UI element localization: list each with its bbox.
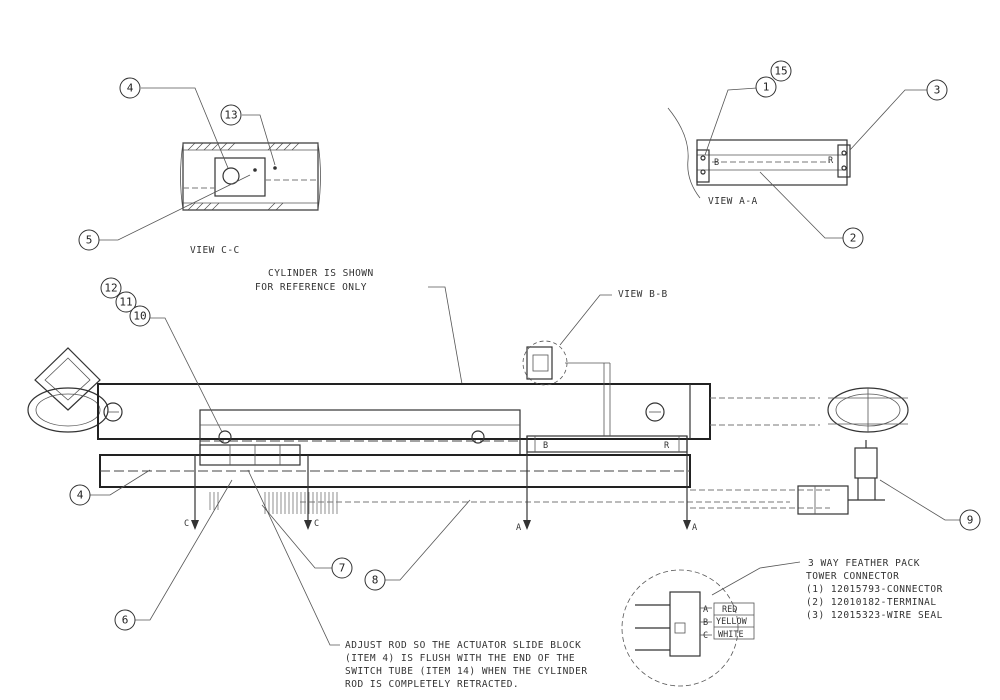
balloon-15: 15	[770, 60, 792, 82]
cylinder-note-line1: CYLINDER IS SHOWN	[268, 268, 374, 279]
balloon-10: 10	[129, 305, 151, 327]
svg-text:10: 10	[133, 310, 146, 323]
connector-pin-a: A	[703, 605, 708, 615]
view-cc-detail	[180, 142, 321, 211]
connector-note-line3: (1) 12015793-CONNECTOR	[806, 584, 943, 595]
view-aa-label: VIEW A-A	[708, 196, 758, 207]
connector-wire-yellow: YELLOW	[716, 617, 748, 627]
connector-note-line5: (3) 12015323-WIRE SEAL	[806, 610, 943, 621]
bb-letter-b: B	[543, 441, 548, 451]
balloon-4b: 4	[69, 484, 91, 506]
view-aa-letter-b: B	[714, 158, 719, 168]
balloon-3: 3	[926, 79, 948, 101]
connector-wire-white: WHITE	[718, 630, 744, 640]
balloon-13: 13	[220, 104, 242, 126]
connector-pin-b: B	[703, 618, 708, 628]
balloon-12: 12	[100, 277, 122, 299]
adjust-note-line2: (ITEM 4) IS FLUSH WITH THE END OF THE	[345, 653, 575, 664]
balloon-7: 7	[331, 557, 353, 579]
balloon-9: 9	[959, 509, 981, 531]
svg-text:4: 4	[77, 489, 84, 502]
bb-letter-r: R	[664, 441, 670, 451]
connector-wire-red: RED	[722, 605, 737, 615]
balloon-1: 1	[755, 76, 777, 98]
section-a-left: A	[516, 523, 521, 533]
svg-text:6: 6	[122, 614, 129, 627]
svg-text:13: 13	[224, 109, 237, 122]
view-aa-letter-r: R	[828, 156, 834, 166]
balloon-2: 2	[842, 227, 864, 249]
svg-text:15: 15	[774, 65, 787, 78]
connector-note-line2: TOWER CONNECTOR	[806, 571, 899, 582]
balloon-4a: 4	[119, 77, 141, 99]
svg-text:9: 9	[967, 514, 974, 527]
connector-note-line1: 3 WAY FEATHER PACK	[808, 558, 920, 569]
section-a-right: A	[692, 523, 697, 533]
main-cylinder-assembly	[27, 340, 909, 515]
svg-text:7: 7	[339, 562, 346, 575]
view-cc-label: VIEW C-C	[190, 245, 240, 256]
section-c-left: C	[184, 519, 189, 529]
balloon-11: 11	[115, 291, 137, 313]
svg-text:11: 11	[119, 296, 132, 309]
svg-text:12: 12	[104, 282, 117, 295]
balloon-5: 5	[78, 229, 100, 251]
svg-text:1: 1	[763, 81, 770, 94]
view-aa-detail	[667, 107, 851, 199]
balloon-6: 6	[114, 609, 136, 631]
section-c-right: C	[314, 519, 319, 529]
svg-text:8: 8	[372, 574, 379, 587]
adjust-note-line1: ADJUST ROD SO THE ACTUATOR SLIDE BLOCK	[345, 640, 581, 651]
section-lines	[191, 436, 691, 530]
adjust-note-line4: ROD IS COMPLETELY RETRACTED.	[345, 679, 519, 690]
adjust-note-line3: SWITCH TUBE (ITEM 14) WHEN THE CYLINDER	[345, 666, 588, 677]
balloon-8: 8	[364, 569, 386, 591]
view-bb-label: VIEW B-B	[618, 289, 668, 300]
connector-detail	[621, 561, 801, 687]
cylinder-note-line2: FOR REFERENCE ONLY	[255, 282, 367, 293]
svg-text:2: 2	[850, 232, 857, 245]
svg-text:4: 4	[127, 82, 134, 95]
connector-pin-c: C	[703, 631, 708, 641]
connector-note-line4: (2) 12010182-TERMINAL	[806, 597, 937, 608]
svg-text:3: 3	[934, 84, 941, 97]
leader-lines	[90, 87, 960, 621]
svg-text:5: 5	[86, 234, 93, 247]
